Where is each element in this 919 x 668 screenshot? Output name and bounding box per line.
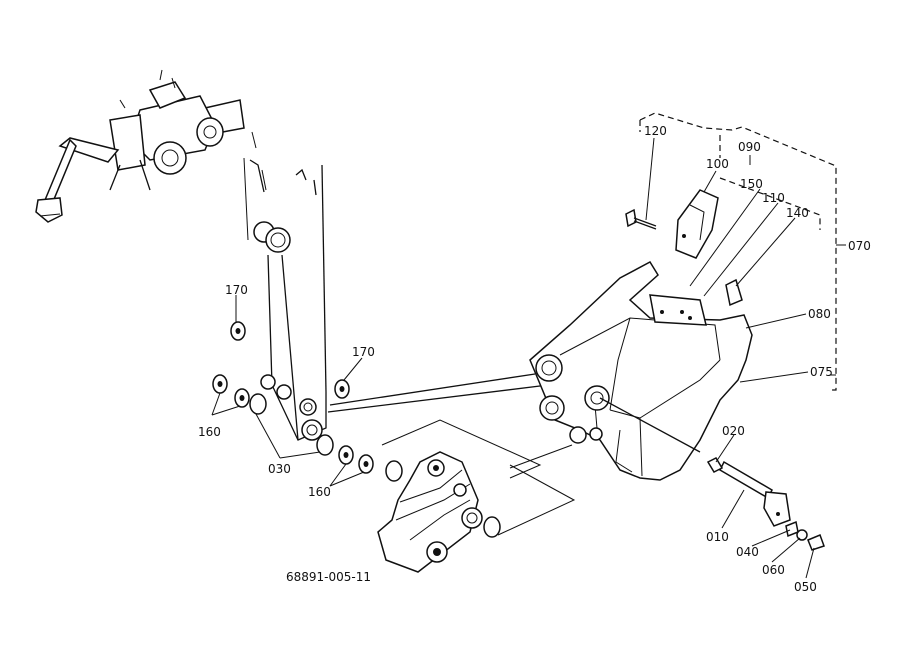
callout-080: 080 <box>808 307 831 321</box>
assembly-bracket-070 <box>639 112 846 391</box>
callout-140: 140 <box>786 206 809 220</box>
callout-020: 020 <box>722 424 745 438</box>
callout-170-right: 170 <box>352 345 375 359</box>
dipper-arm <box>243 131 327 441</box>
bucket-link <box>377 419 576 573</box>
callout-050: 050 <box>794 580 817 594</box>
callout-100: 100 <box>706 157 729 171</box>
callout-060: 060 <box>762 563 785 577</box>
callout-070: 070 <box>848 239 871 253</box>
callout-090: 090 <box>738 140 761 154</box>
callout-160-upper: 160 <box>198 425 221 439</box>
callout-120: 120 <box>644 124 667 138</box>
bucket-pin <box>599 397 825 551</box>
callout-170-upper: 170 <box>225 283 248 297</box>
pin-axis-line <box>327 384 549 413</box>
callout-040: 040 <box>736 545 759 559</box>
bucket <box>529 261 753 481</box>
backhoe-tractor-thumbnail <box>35 69 245 223</box>
bolt <box>625 208 657 230</box>
callout-160-lower: 160 <box>308 485 331 499</box>
drawing-number: 68891-005-11 <box>286 570 372 584</box>
callout-110: 110 <box>762 191 785 205</box>
tooth-adapter <box>675 189 719 259</box>
callout-010: 010 <box>706 530 729 544</box>
callout-030: 030 <box>268 462 291 476</box>
washers-left <box>212 321 403 482</box>
leader-lines <box>211 137 836 579</box>
side-cutter <box>725 278 743 307</box>
callout-150: 150 <box>740 177 763 191</box>
callout-075: 075 <box>810 365 833 379</box>
